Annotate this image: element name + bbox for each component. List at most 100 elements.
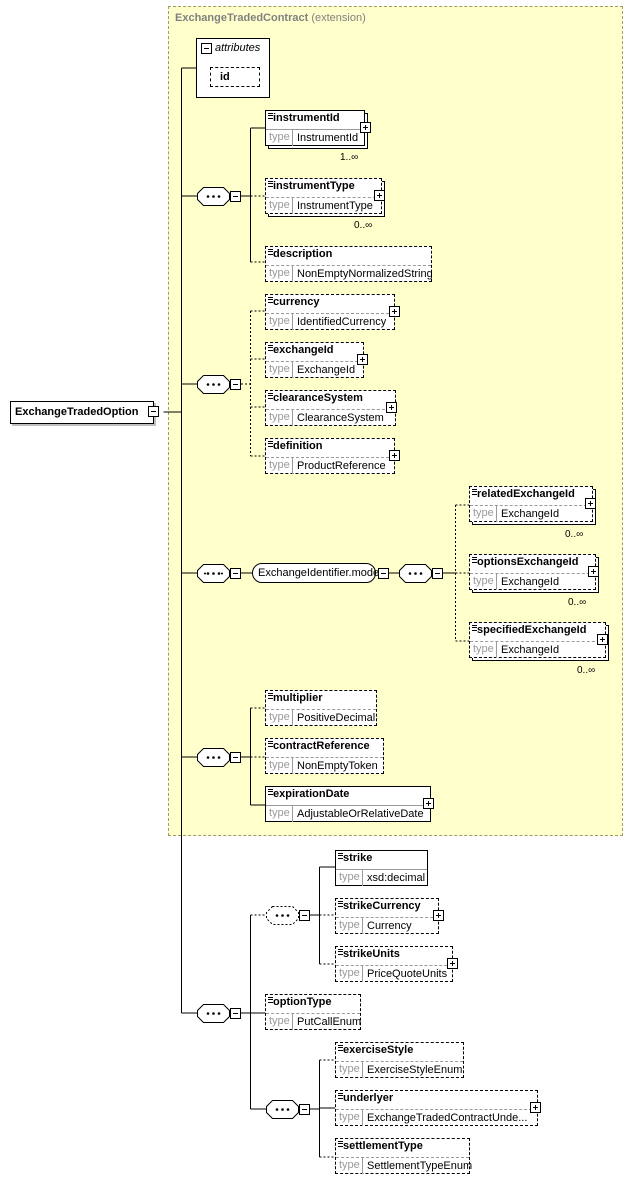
doc-icon: [268, 393, 273, 399]
element-type: NonEmptyNormalizedString: [292, 266, 433, 282]
element-name: strikeUnits: [343, 948, 400, 960]
element-type: SettlementTypeEnum: [362, 1158, 472, 1174]
element-name: exerciseStyle: [343, 1044, 414, 1056]
element-type: PositiveDecimal: [292, 710, 375, 726]
element-name: underlyer: [343, 1092, 394, 1104]
collapse-toggle[interactable]: [230, 752, 241, 763]
type-key: type: [269, 759, 290, 771]
attribute-id[interactable]: id: [210, 67, 260, 87]
attributes-collapse-toggle[interactable]: [201, 43, 212, 54]
expand-icon[interactable]: [588, 566, 599, 577]
expand-icon[interactable]: [374, 190, 385, 201]
attribute-id-name: id: [220, 71, 230, 83]
expand-icon[interactable]: [357, 354, 368, 365]
type-key: type: [473, 643, 494, 655]
doc-icon: [338, 949, 343, 955]
doc-icon: [472, 557, 477, 563]
expand-icon[interactable]: [389, 450, 400, 461]
doc-icon: [338, 1141, 343, 1147]
element-name: currency: [273, 296, 320, 308]
doc-icon: [338, 853, 343, 859]
doc-icon: [338, 901, 343, 907]
element-type: ClearanceSystem: [292, 410, 384, 426]
type-key: type: [269, 1015, 290, 1027]
doc-icon: [268, 741, 273, 747]
cardinality-label: 0..∞: [354, 220, 373, 231]
collapse-toggle[interactable]: [299, 1104, 310, 1115]
expand-icon[interactable]: [423, 798, 434, 809]
collapse-toggle[interactable]: [230, 191, 241, 202]
element-name: expirationDate: [273, 788, 350, 800]
element-type: ExchangeId: [496, 506, 559, 522]
collapse-toggle[interactable]: [230, 568, 241, 579]
root-element-name: ExchangeTradedOption: [15, 406, 139, 418]
expand-icon[interactable]: [386, 402, 397, 413]
element-type: PriceQuoteUnits: [362, 966, 447, 982]
attributes-box: attributes id: [196, 38, 270, 98]
collapse-toggle[interactable]: [299, 910, 310, 921]
type-key: type: [339, 1111, 360, 1123]
cardinality-label: 1..∞: [340, 152, 359, 163]
root-element[interactable]: ExchangeTradedOption: [10, 401, 154, 424]
type-key: type: [269, 267, 290, 279]
root-collapse-toggle[interactable]: [148, 406, 159, 417]
element-name: clearanceSystem: [273, 392, 363, 404]
expand-icon[interactable]: [530, 1102, 541, 1113]
doc-icon: [338, 1045, 343, 1051]
element-name: strikeCurrency: [343, 900, 421, 912]
collapse-toggle[interactable]: [230, 1008, 241, 1019]
element-name: description: [273, 248, 333, 260]
type-key: type: [339, 919, 360, 931]
type-key: type: [339, 967, 360, 979]
doc-icon: [268, 441, 273, 447]
element-type: ExchangeId: [496, 642, 559, 658]
type-key: type: [269, 363, 290, 375]
element-type: ExchangeId: [292, 362, 355, 378]
element-name: settlementType: [343, 1140, 423, 1152]
type-key: type: [269, 807, 290, 819]
doc-icon: [268, 345, 273, 351]
collapse-toggle[interactable]: [230, 379, 241, 390]
group-reference[interactable]: ExchangeIdentifier.model: [252, 563, 382, 583]
doc-icon: [268, 297, 273, 303]
type-key: type: [473, 575, 494, 587]
extension-title: ExchangeTradedContract (extension): [175, 12, 366, 24]
doc-icon: [268, 693, 273, 699]
expand-icon[interactable]: [597, 634, 608, 645]
expand-icon[interactable]: [585, 498, 596, 509]
element-type: ProductReference: [292, 458, 386, 474]
element-name: optionsExchangeId: [477, 556, 579, 568]
group-collapse-toggle[interactable]: [378, 568, 389, 579]
element-type: AdjustableOrRelativeDate: [292, 806, 424, 822]
element-type: xsd:decimal: [362, 870, 425, 886]
doc-icon: [268, 249, 273, 255]
expand-icon[interactable]: [360, 122, 371, 133]
element-name: exchangeId: [273, 344, 334, 356]
element-type: ExerciseStyleEnum: [362, 1062, 462, 1078]
expand-icon[interactable]: [433, 910, 444, 921]
expand-icon[interactable]: [389, 306, 400, 317]
cardinality-label: 0..∞: [568, 597, 587, 608]
expand-icon[interactable]: [447, 958, 458, 969]
collapse-toggle[interactable]: [432, 568, 443, 579]
